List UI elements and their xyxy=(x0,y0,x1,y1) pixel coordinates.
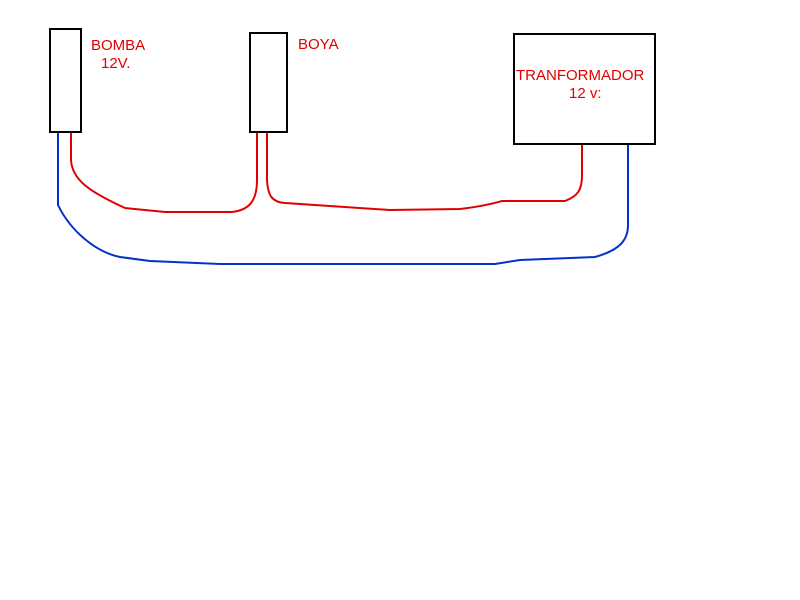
red-wire-bomba-boya xyxy=(70,133,258,213)
boya-box xyxy=(249,32,288,133)
bomba-voltage-label: 12V. xyxy=(101,55,131,72)
red-wire-boya-transformador xyxy=(266,133,583,212)
transformador-box xyxy=(513,33,656,145)
blue-wire-bomba-transformador xyxy=(57,133,629,265)
transformador-label: TRANFORMADOR xyxy=(516,67,645,84)
bomba-label: BOMBA xyxy=(91,37,146,54)
bomba-box xyxy=(49,28,82,133)
boya-label: BOYA xyxy=(298,36,339,53)
transformador-voltage-label: 12 v: xyxy=(569,85,602,102)
